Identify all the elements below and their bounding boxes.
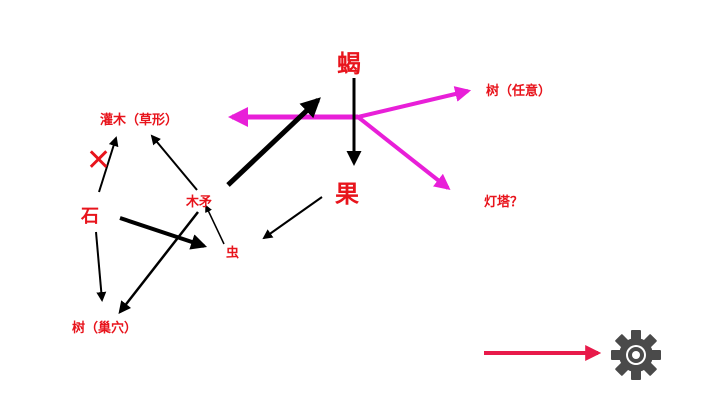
node-guo: 果 bbox=[335, 180, 359, 208]
arrow-shi-to-chong bbox=[119, 216, 208, 250]
node-shi: 石 bbox=[81, 206, 99, 227]
arrow-xie-to-dengta bbox=[356, 115, 451, 190]
arrow-shi-to-guanmu bbox=[98, 136, 119, 193]
node-guanmu: 灌木（草形） bbox=[100, 113, 179, 128]
node-xie: 蝎 bbox=[337, 50, 361, 78]
node-chong: 虫 bbox=[226, 246, 240, 261]
node-dengta: 灯塔？ bbox=[484, 195, 524, 210]
arrow-mumao-to-shu-chaoxue bbox=[118, 211, 199, 314]
arrow-chong-to-mumao bbox=[205, 204, 225, 245]
arrow-shi-to-shu-chaoxue bbox=[95, 231, 107, 302]
cross-mark: ✕ bbox=[86, 143, 112, 178]
arrow-mumao-to-xie bbox=[226, 97, 321, 187]
node-shu-chaoxue: 树（巢穴） bbox=[72, 321, 138, 336]
arrow-mumao-to-guanmu bbox=[150, 134, 198, 191]
node-mumao: 木矛 bbox=[186, 195, 213, 210]
arrow-guo-to-chong bbox=[262, 196, 323, 240]
node-shu-renyi: 树（任意） bbox=[486, 84, 552, 99]
arrow-xie-to-shu-renyi bbox=[357, 86, 472, 119]
gear-icon[interactable] bbox=[610, 329, 662, 381]
